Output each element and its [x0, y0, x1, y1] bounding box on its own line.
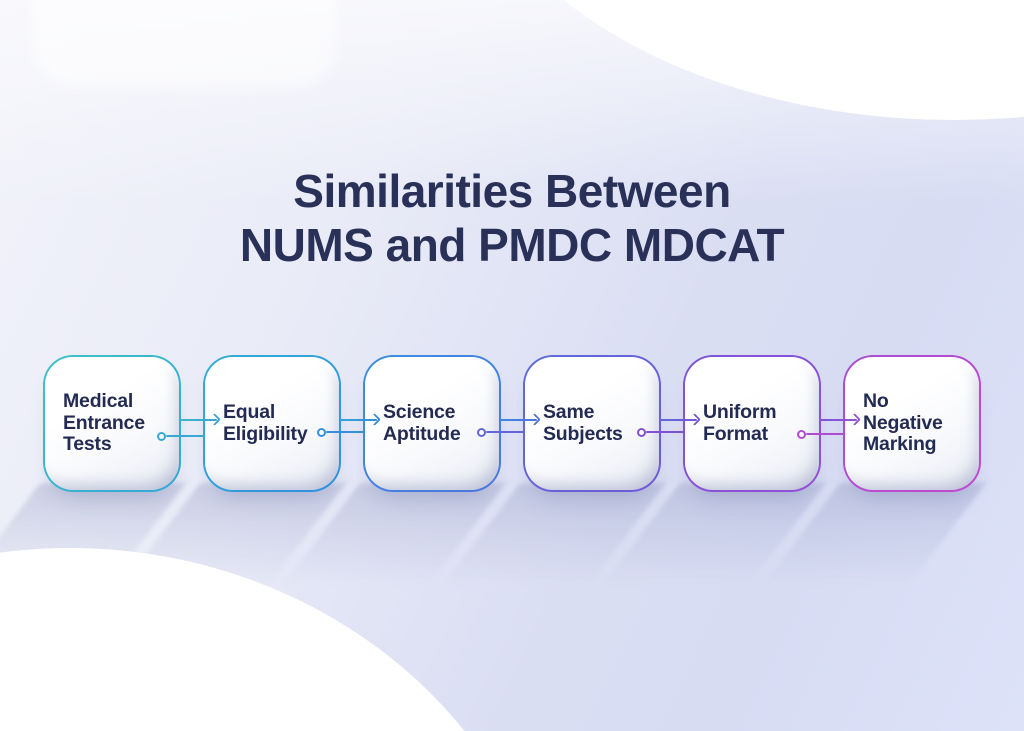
- box-label: Uniform Format: [703, 401, 777, 445]
- connector-ring: [637, 428, 646, 437]
- box-surface: Equal Eligibility: [205, 357, 339, 490]
- connector-ring: [797, 430, 806, 439]
- box-label: No Negative Marking: [863, 390, 943, 456]
- box-equal-eligibility: Equal Eligibility: [203, 355, 341, 492]
- connector-ring: [157, 432, 166, 441]
- page-title-line-2: NUMS and PMDC MDCAT: [239, 219, 785, 271]
- box-medical-entrance-tests: Medical Entrance Tests: [43, 355, 181, 492]
- connector-arrow-line: [340, 419, 377, 421]
- connector-arrow-line: [660, 419, 697, 421]
- connector-arrow-line: [500, 419, 537, 421]
- box-surface: Same Subjects: [525, 357, 659, 490]
- connector-exit-line: [646, 431, 685, 433]
- connector-ring: [317, 428, 326, 437]
- box-label: Same Subjects: [543, 401, 623, 445]
- connector-exit-line: [326, 431, 365, 433]
- box-surface: No Negative Marking: [845, 357, 979, 490]
- background-blob-top-right: [454, 0, 1024, 120]
- connector-exit-line: [166, 435, 205, 437]
- box-uniform-format: Uniform Format: [683, 355, 821, 492]
- box-surface: Uniform Format: [685, 357, 819, 490]
- box-no-negative-marking: No Negative Marking: [843, 355, 981, 492]
- box-label: Equal Eligibility: [223, 401, 308, 445]
- page-title: Similarities Between NUMS and PMDC MDCAT: [0, 164, 1024, 272]
- box-same-subjects: Same Subjects: [523, 355, 661, 492]
- box-science-aptitude: Science Aptitude: [363, 355, 501, 492]
- box-surface: Medical Entrance Tests: [45, 357, 179, 490]
- page-title-line-1: Similarities Between: [293, 165, 731, 217]
- box-label: Medical Entrance Tests: [63, 390, 145, 456]
- box-label: Science Aptitude: [383, 401, 461, 445]
- connector-ring: [477, 428, 486, 437]
- connector-arrow-line: [820, 419, 857, 421]
- connector-exit-line: [806, 433, 845, 435]
- connector-arrow-line: [180, 419, 217, 421]
- box-surface: Science Aptitude: [365, 357, 499, 490]
- background-blob-top-left: [32, 0, 337, 88]
- connector-exit-line: [486, 431, 525, 433]
